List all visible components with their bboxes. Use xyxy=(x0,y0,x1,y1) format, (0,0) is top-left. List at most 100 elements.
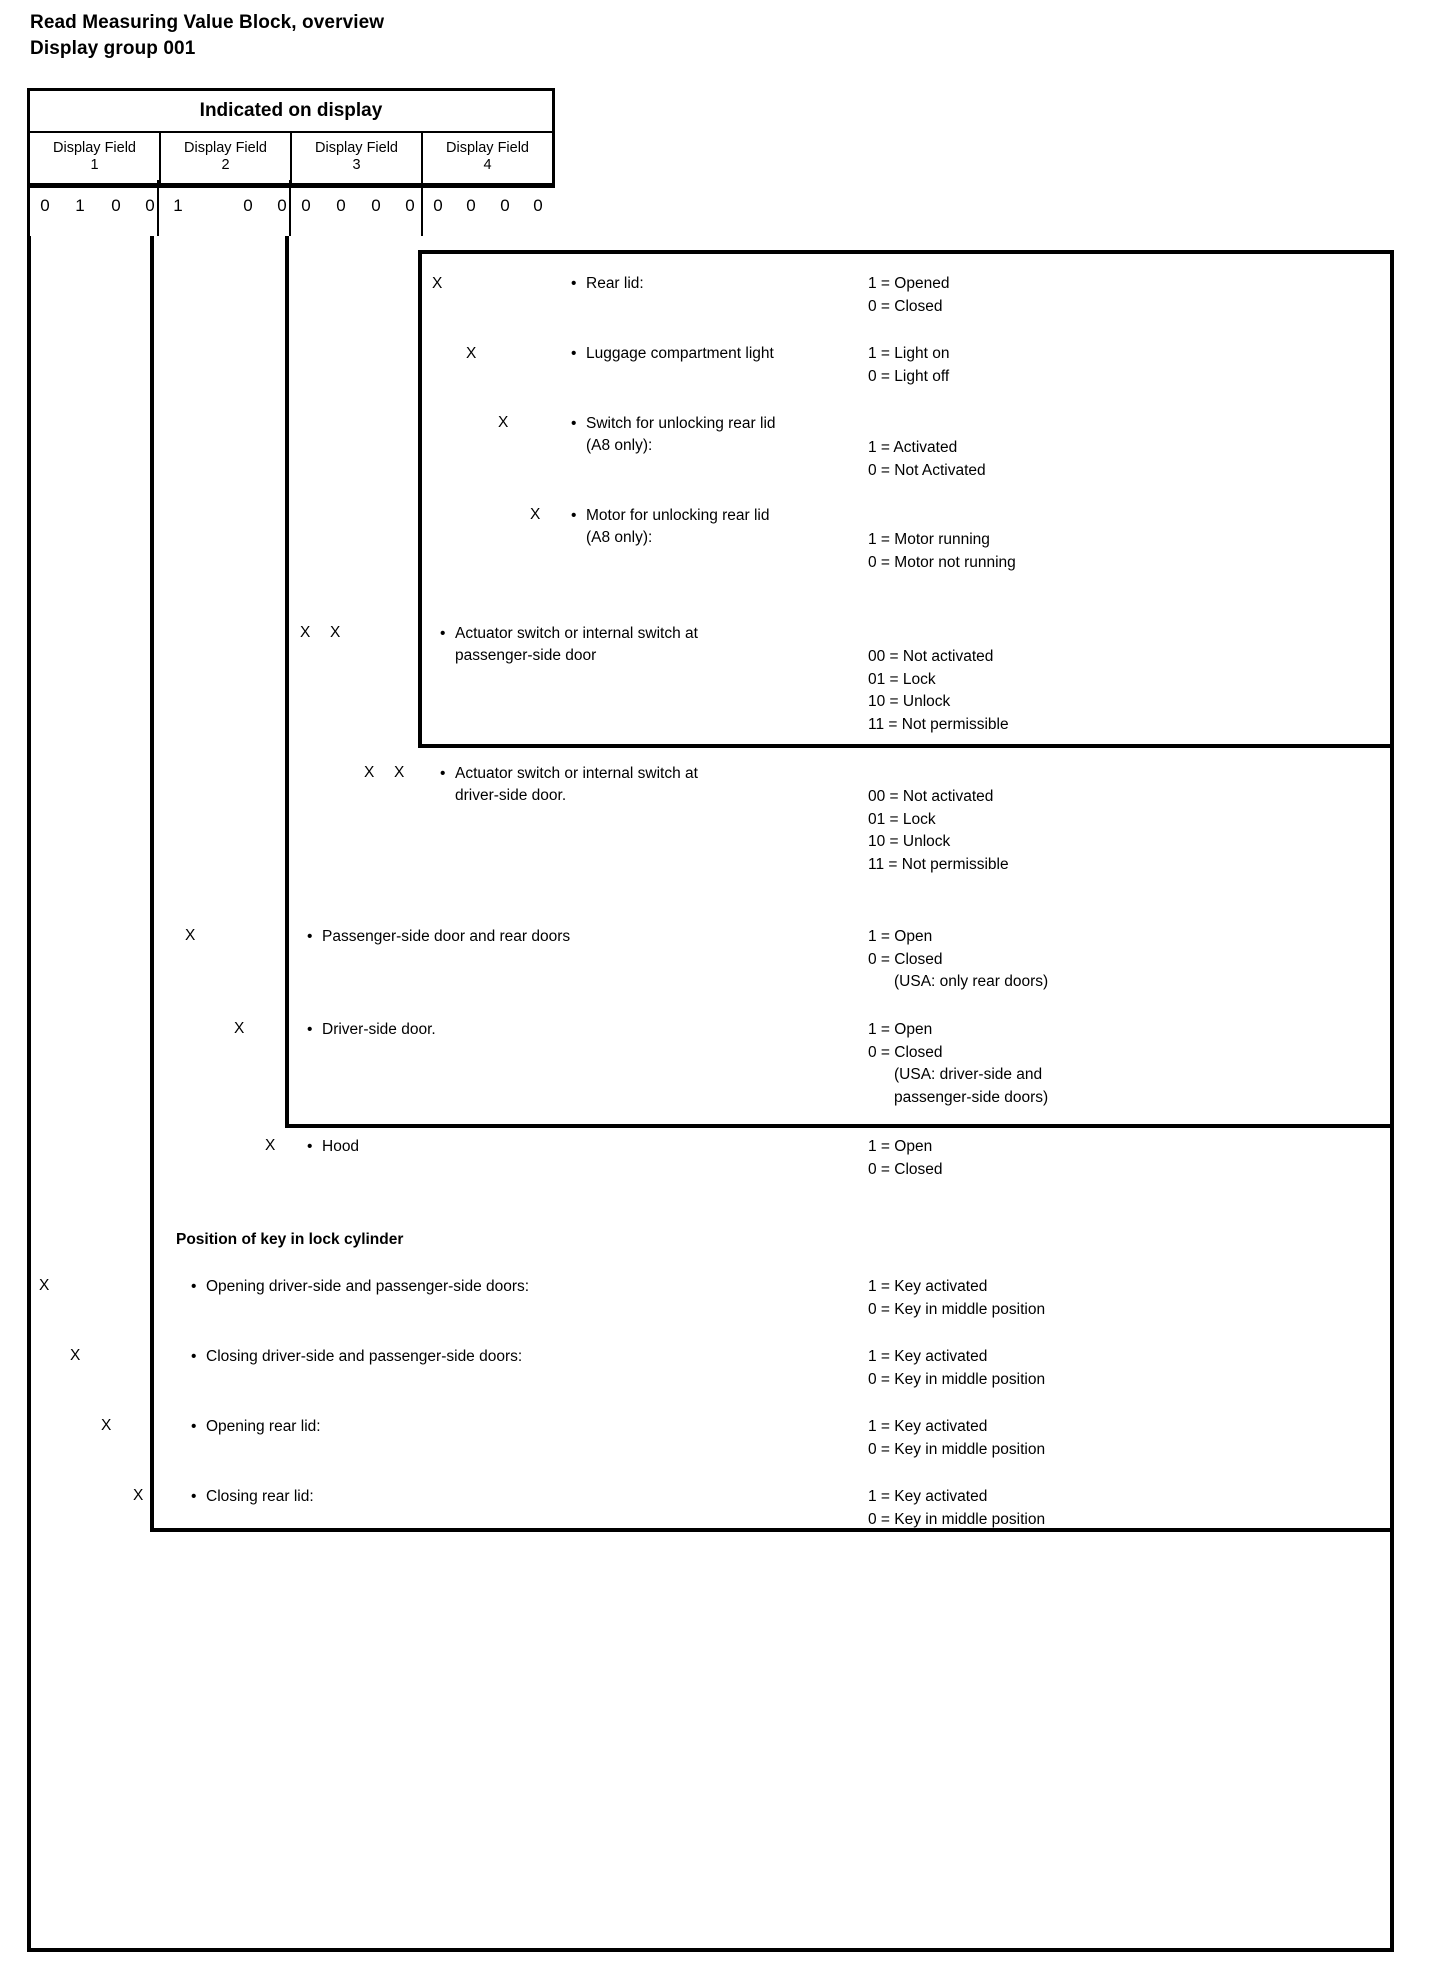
value-switch-unlock-0: 0 = Not Activated xyxy=(868,461,986,479)
x-mark-luggage-light-1: X xyxy=(466,345,477,362)
bit-f2-b4: 0 xyxy=(277,196,287,215)
desc-driver-side-door: •Driver-side door. xyxy=(307,1019,436,1041)
x-mark-motor-unlock-1: X xyxy=(530,506,541,523)
value-passenger-rear-doors-note: (USA: only rear doors) xyxy=(894,973,1049,991)
display-field-1-label: Display Field xyxy=(53,140,136,156)
values-key-closing-front-doors: 1 = Key activated 0 = Key in middle posi… xyxy=(868,1346,1045,1391)
desc-key-opening-front-doors: •Opening driver-side and passenger-side … xyxy=(191,1276,529,1298)
value-actuator-driver-10: 10 = Unlock xyxy=(868,833,951,851)
display-field-2-number: 2 xyxy=(221,157,230,173)
values-key-closing-rear-lid: 1 = Key activated 0 = Key in middle posi… xyxy=(868,1486,1045,1531)
bullet-icon: • xyxy=(440,765,446,782)
x-mark-hood: X xyxy=(265,1137,276,1154)
values-actuator-driver: 00 = Not activated 01 = Lock 10 = Unlock… xyxy=(868,786,1009,876)
value-actuator-passenger-10: 10 = Unlock xyxy=(868,693,951,711)
desc-key-closing-front-doors: •Closing driver-side and passenger-side … xyxy=(191,1346,522,1368)
value-passenger-rear-doors-1: 1 = Open xyxy=(868,928,933,945)
display-field-4-header: Display Field 4 xyxy=(423,133,552,183)
frame-actuator-top xyxy=(418,744,1394,748)
table-header-fields: Display Field 1 Display Field 2 Display … xyxy=(30,133,552,185)
frame-doors-left xyxy=(150,236,154,1532)
x-mark-switch-unlock-1: X xyxy=(498,414,509,431)
bit-group-field-1: 0 1 0 0 xyxy=(27,180,159,236)
value-hood-0: 0 = Closed xyxy=(868,1160,943,1178)
x-mark-passenger-rear-doors: X xyxy=(185,927,196,944)
desc-switch-unlock-rear-lid: •Switch for unlocking rear lid (A8 only)… xyxy=(571,413,776,457)
value-key-opening-rear-lid-1: 1 = Key activated xyxy=(868,1418,988,1435)
value-switch-unlock-1: 1 = Activated xyxy=(868,439,958,456)
value-driver-side-door-note-2: passenger-side doors) xyxy=(894,1088,1049,1106)
values-rear-lid: 1 = Opened 0 = Closed xyxy=(868,273,949,318)
x-mark-actuator-passenger-1: X xyxy=(300,624,311,641)
value-key-opening-front-doors-0: 0 = Key in middle position xyxy=(868,1300,1046,1318)
bullet-icon: • xyxy=(191,1418,197,1435)
title-line-1: Read Measuring Value Block, overview xyxy=(30,12,385,33)
page-title: Read Measuring Value Block, overview Dis… xyxy=(30,10,384,62)
value-actuator-passenger-01: 01 = Lock xyxy=(868,670,936,688)
bit-row: 0 1 0 0 1 0 0 0 0 0 0 0 0 0 0 xyxy=(27,180,555,236)
value-rear-lid-0: 0 = Closed xyxy=(868,297,943,315)
x-mark-actuator-passenger-2: X xyxy=(330,624,341,641)
values-hood: 1 = Open 0 = Closed xyxy=(868,1136,943,1181)
bullet-icon: • xyxy=(191,1348,197,1365)
desc-hood: •Hood xyxy=(307,1136,359,1158)
bit-f3-b3: 0 xyxy=(371,196,381,215)
bit-f3-b1: 0 xyxy=(301,196,311,215)
value-key-closing-rear-lid-0: 0 = Key in middle position xyxy=(868,1510,1046,1528)
value-key-opening-front-doors-1: 1 = Key activated xyxy=(868,1278,988,1295)
bit-group-field-3: 0 0 0 0 xyxy=(291,180,423,236)
bullet-icon: • xyxy=(571,345,577,362)
desc-actuator-driver-cont: driver-side door. xyxy=(455,787,567,804)
values-key-opening-rear-lid: 1 = Key activated 0 = Key in middle posi… xyxy=(868,1416,1045,1461)
x-mark-rear-lid-1: X xyxy=(432,275,443,292)
value-actuator-driver-00: 00 = Not activated xyxy=(868,788,994,805)
desc-motor-unlock-rear-lid: •Motor for unlocking rear lid (A8 only): xyxy=(571,505,770,549)
bit-f2-b1: 1 xyxy=(173,196,183,215)
desc-actuator-driver: •Actuator switch or internal switch at d… xyxy=(440,763,698,807)
frame-outer-left xyxy=(27,236,31,1952)
frame-actuator-right xyxy=(1390,744,1394,1128)
key-position-heading: Position of key in lock cylinder xyxy=(176,1231,404,1248)
bit-f4-b4: 0 xyxy=(533,196,543,215)
table-header-title: Indicated on display xyxy=(30,91,552,133)
frame-doors-right xyxy=(1390,1124,1394,1532)
x-mark-actuator-driver-2: X xyxy=(394,764,405,781)
bit-f1-b4: 0 xyxy=(145,196,155,215)
value-hood-1: 1 = Open xyxy=(868,1138,933,1155)
display-field-3-number: 3 xyxy=(352,157,361,173)
values-actuator-passenger: 00 = Not activated 01 = Lock 10 = Unlock… xyxy=(868,646,1009,736)
display-field-1-number: 1 xyxy=(90,157,99,173)
value-key-closing-front-doors-0: 0 = Key in middle position xyxy=(868,1370,1046,1388)
bullet-icon: • xyxy=(307,928,313,945)
x-mark-key-closing-front-doors: X xyxy=(70,1347,81,1364)
x-mark-actuator-driver-1: X xyxy=(364,764,375,781)
frame-outer-bottom xyxy=(27,1948,1394,1952)
display-field-4-label: Display Field xyxy=(446,140,529,156)
frame-doors-top xyxy=(285,1124,1394,1128)
display-field-2-label: Display Field xyxy=(184,140,267,156)
value-luggage-light-1: 1 = Light on xyxy=(868,345,950,362)
bullet-icon: • xyxy=(307,1021,313,1038)
desc-rear-lid: •Rear lid: xyxy=(571,273,644,295)
frame-outer-right xyxy=(1390,1528,1394,1952)
value-motor-unlock-1: 1 = Motor running xyxy=(868,531,990,548)
frame-outer-top xyxy=(150,1528,1394,1532)
values-key-opening-front-doors: 1 = Key activated 0 = Key in middle posi… xyxy=(868,1276,1045,1321)
bit-f3-b4: 0 xyxy=(405,196,415,215)
value-key-opening-rear-lid-0: 0 = Key in middle position xyxy=(868,1440,1046,1458)
bit-group-field-2: 1 0 0 xyxy=(159,180,291,236)
desc-motor-unlock-cont: (A8 only): xyxy=(586,529,653,546)
desc-switch-unlock-cont: (A8 only): xyxy=(586,437,653,454)
x-mark-driver-side-door: X xyxy=(234,1020,245,1037)
value-actuator-passenger-00: 00 = Not activated xyxy=(868,648,994,665)
value-actuator-passenger-11: 11 = Not permissible xyxy=(868,715,1009,733)
values-driver-side-door: 1 = Open 0 = Closed (USA: driver-side an… xyxy=(868,1019,1048,1109)
display-field-2-header: Display Field 2 xyxy=(161,133,292,183)
value-key-closing-front-doors-1: 1 = Key activated xyxy=(868,1348,988,1365)
frame-rearlid-left xyxy=(418,250,422,748)
bullet-icon: • xyxy=(307,1138,313,1155)
bit-f4-b3: 0 xyxy=(500,196,510,215)
bit-f2-b3: 0 xyxy=(243,196,253,215)
display-field-3-header: Display Field 3 xyxy=(292,133,423,183)
